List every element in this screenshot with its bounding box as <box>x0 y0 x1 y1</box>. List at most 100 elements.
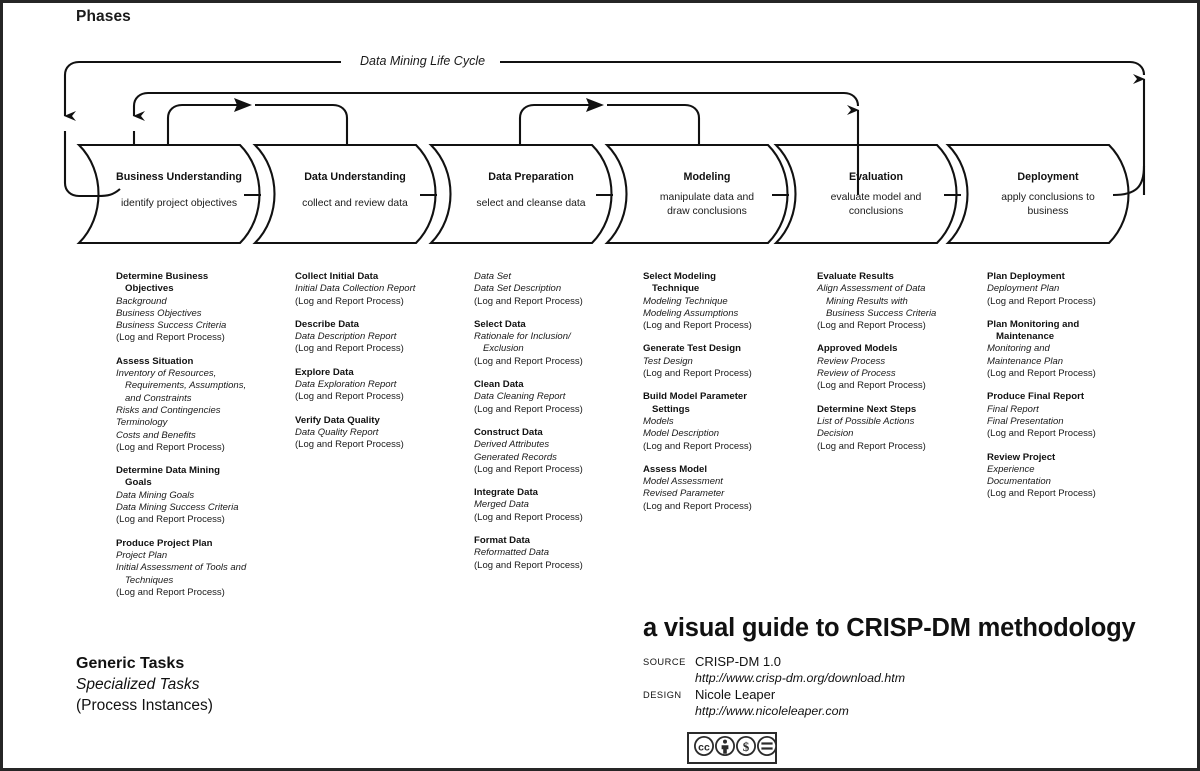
task-log-process: (Log and Report Process) <box>116 514 225 526</box>
credit-design-name: Nicole Leaper <box>695 687 776 702</box>
phase-label-deployment: Deployment <box>1017 171 1079 183</box>
task-log-process: (Log and Report Process) <box>474 559 583 571</box>
task-log-process: (Log and Report Process) <box>643 440 752 452</box>
task-log-process: (Log and Report Process) <box>987 368 1096 380</box>
phase-shape-business-understanding <box>76 143 261 245</box>
phase-label-data-understanding: Data Understanding <box>304 171 406 183</box>
task-generic-name: Evaluate Results <box>817 271 894 282</box>
phase-shape-deployment <box>945 143 1130 245</box>
task-generic-name: Collect Initial Data <box>295 271 379 282</box>
task-log-process: (Log and Report Process) <box>116 332 225 344</box>
credits-block: SOURCE CRISP-DM 1.0 http://www.crisp-dm.… <box>643 654 1113 720</box>
modeling-to-data-prep-right <box>607 103 701 145</box>
task-log-process: (Log and Report Process) <box>116 441 225 453</box>
credit-row-source: SOURCE CRISP-DM 1.0 http://www.crisp-dm.… <box>643 654 1113 686</box>
task-generic-name: Assess Situation <box>116 355 194 367</box>
data-understanding-to-business-right <box>255 103 349 145</box>
task-output-list: Deployment Plan <box>987 283 1060 295</box>
phase-label-data-preparation: Data Preparation <box>488 171 574 183</box>
credit-design-url[interactable]: http://www.nicoleleaper.com <box>695 704 849 718</box>
modeling-to-data-prep-left <box>518 103 591 145</box>
task-generic-name: Produce Project Plan <box>116 537 213 549</box>
task-log-process: (Log and Report Process) <box>643 320 752 332</box>
task-generic-name: Clean Data <box>474 379 524 391</box>
task-output-list: Data Exploration Report <box>295 379 397 391</box>
phase-label-modeling: Modeling <box>683 171 731 183</box>
phase-shape-modeling <box>604 143 789 245</box>
lifecycle-loop-top-left <box>63 60 341 121</box>
phase-shape-data-understanding <box>252 143 437 245</box>
cc-nd-icon <box>757 736 777 756</box>
task-generic-name: Select Data <box>474 318 526 330</box>
lifecycle-loop-top-right <box>500 60 1146 76</box>
task-output-list: Data Quality Report <box>295 426 379 438</box>
task-log-process: (Log and Report Process) <box>474 403 583 415</box>
task-generic-name: Verify Data Quality <box>295 414 380 426</box>
guide-title: a visual guide to CRISP-DM methodology <box>643 614 1136 642</box>
task-generic-name: Approved Models <box>817 343 898 355</box>
data-understanding-to-business-left <box>166 103 239 145</box>
cc-by-icon <box>715 736 735 756</box>
svg-text:$: $ <box>743 739 750 754</box>
task-generic-name: Describe Data <box>295 318 359 330</box>
task-generic-name: Generate Test Design <box>643 343 741 355</box>
creative-commons-license-badge[interactable]: cc $ <box>687 732 777 768</box>
arrowhead-left-2 <box>586 98 604 112</box>
task-log-process: (Log and Report Process) <box>474 511 583 523</box>
credit-label-design: DESIGN <box>643 690 682 700</box>
task-log-process: (Log and Report Process) <box>817 440 926 452</box>
task-output-list: Reformatted Data <box>474 547 549 559</box>
task-generic-name: Integrate Data <box>474 487 538 499</box>
cc-nc-icon: $ <box>736 736 756 756</box>
cc-mark-icon: cc <box>694 736 714 756</box>
cc-term-nc: NC <box>742 758 751 764</box>
task-log-process: (Log and Report Process) <box>817 320 926 332</box>
task-log-process: (Log and Report Process) <box>474 355 583 367</box>
task-log-process: (Log and Report Process) <box>474 295 583 307</box>
credit-row-design: DESIGN Nicole Leaper http://www.nicolele… <box>643 687 1113 719</box>
phase-shape-data-preparation <box>428 143 613 245</box>
phase-desc-data-understanding: collect and review data <box>302 198 408 209</box>
task-log-process: (Log and Report Process) <box>295 391 404 403</box>
task-generic-name: Assess Model <box>643 463 707 475</box>
data-mining-life-cycle-diagram <box>63 60 1146 245</box>
credit-source-url[interactable]: http://www.crisp-dm.org/download.htm <box>695 671 906 685</box>
task-generic-name: Review Project <box>987 451 1056 463</box>
phase-desc-data-preparation: select and cleanse data <box>476 198 586 209</box>
credit-source-name: CRISP-DM 1.0 <box>695 654 781 669</box>
legend-generic-tasks: Generic Tasks <box>76 655 185 672</box>
